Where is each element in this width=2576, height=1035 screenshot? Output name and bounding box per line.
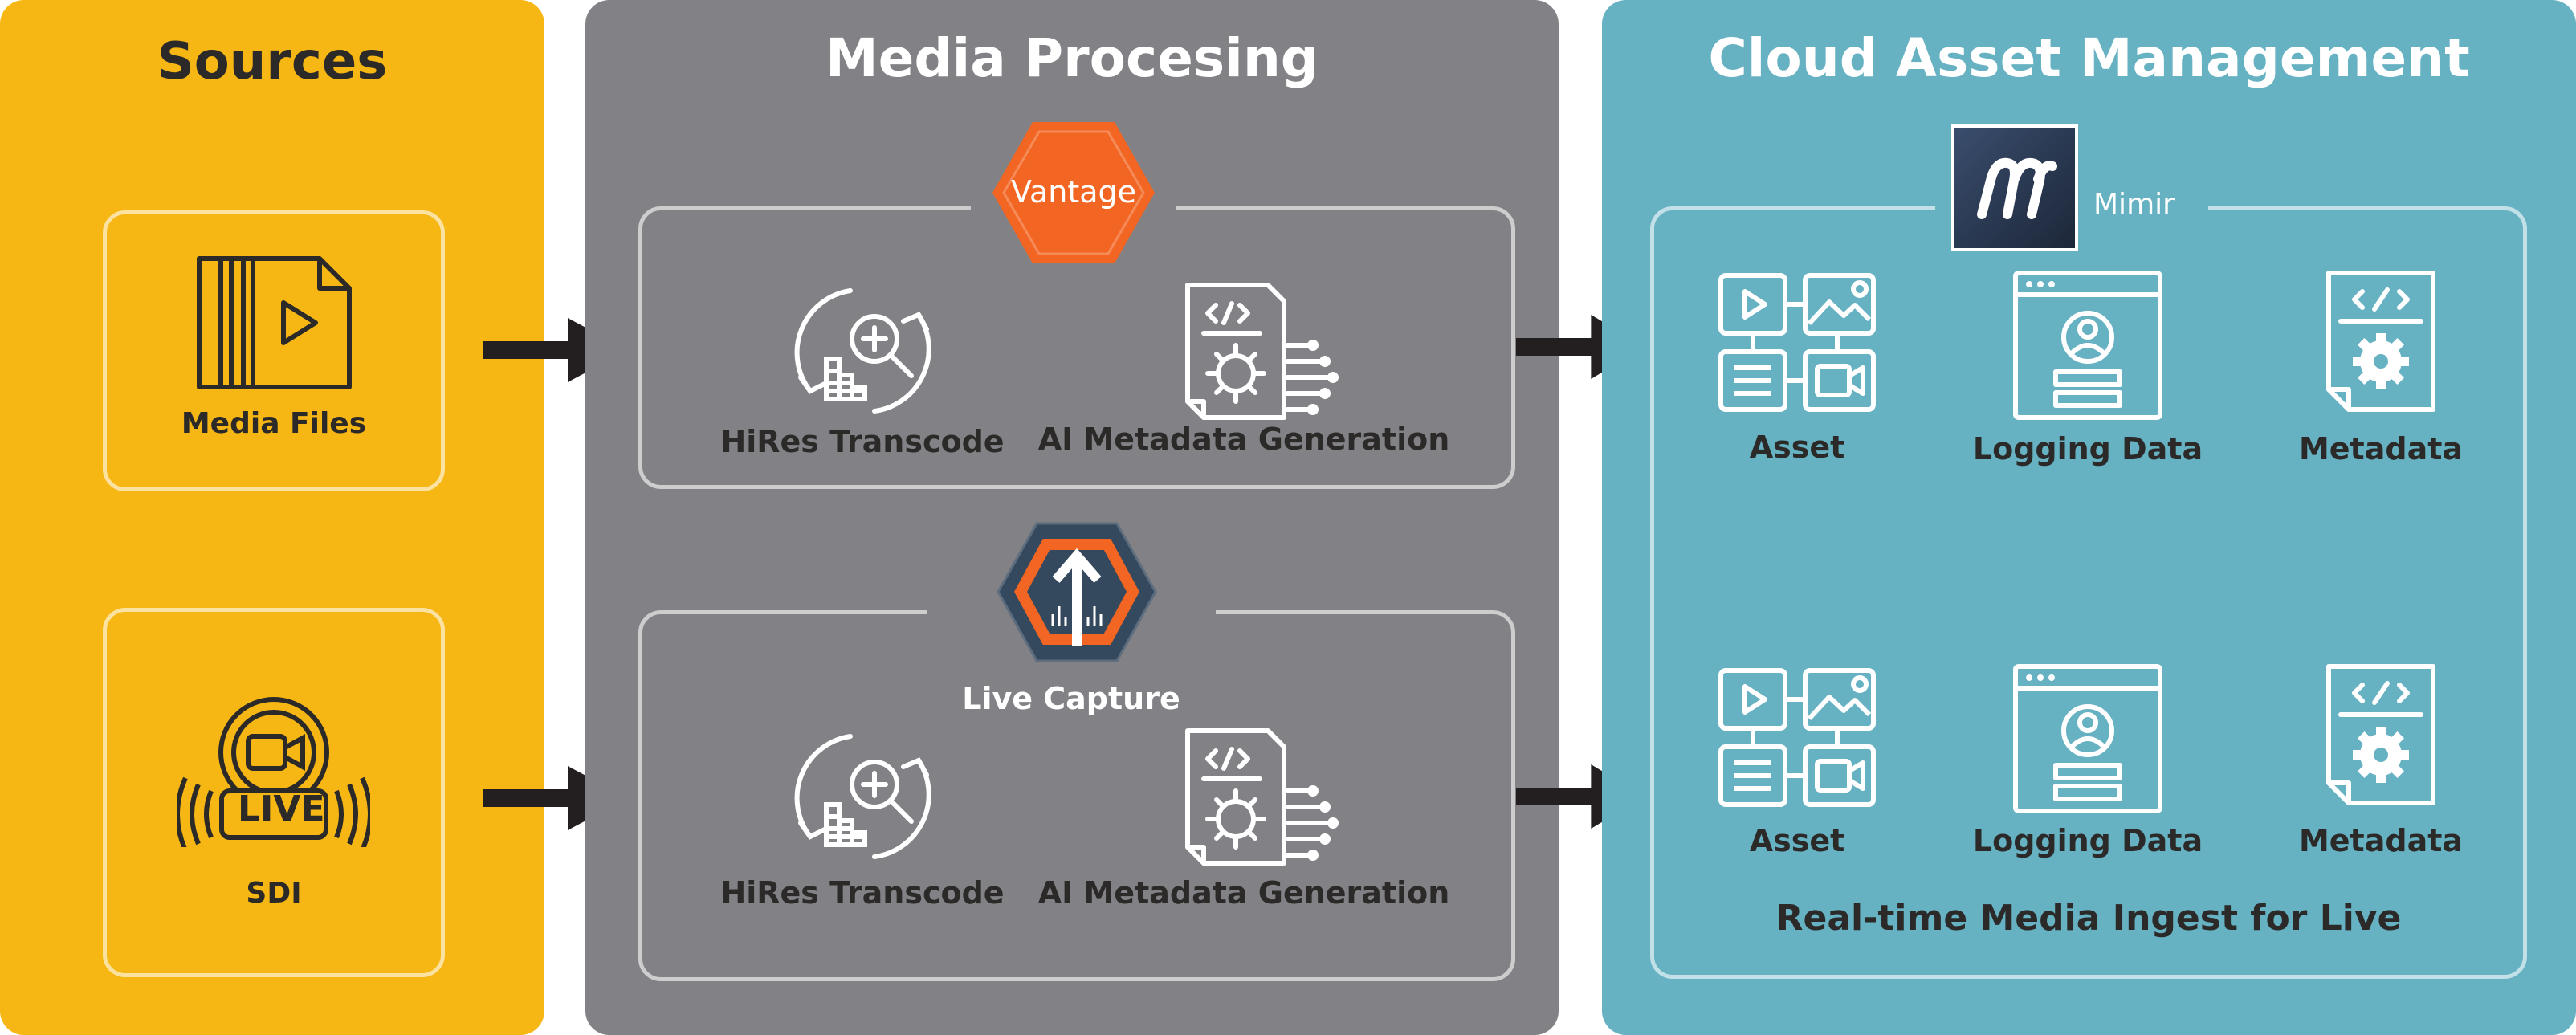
asset-label-2: Asset (1749, 823, 1845, 858)
sources-title: Sources (157, 32, 388, 92)
real-time-ingest-caption: Real-time Media Ingest for Live (1775, 898, 2402, 939)
logging-data-icon-2 (2011, 662, 2164, 815)
logging-data-label-2: Logging Data (1972, 823, 2203, 858)
ai-metadata-icon-2 (1180, 727, 1340, 871)
ai-metadata-generation-label-2: AI Metadata Generation (1037, 875, 1450, 911)
transcode-icon-2 (794, 728, 931, 865)
live-capture-group-box (638, 610, 1515, 981)
ai-metadata-icon (1180, 281, 1340, 426)
sources-panel: Sources Media Files LIVE SDI (0, 0, 544, 1035)
logging-data-label: Logging Data (1972, 431, 2203, 467)
media-files-label: Media Files (181, 407, 367, 440)
vantage-logo: Vantage (992, 122, 1155, 263)
metadata-label: Metadata (2298, 431, 2464, 467)
live-capture-label: Live Capture (962, 681, 1180, 716)
vantage-logo-text: Vantage (1011, 174, 1136, 210)
transcode-icon (794, 283, 931, 419)
media-processing-title: Media Procesing (825, 27, 1319, 89)
sdi-box: LIVE SDI (103, 608, 445, 977)
sdi-label: SDI (246, 877, 302, 910)
hires-transcode-label-2: HiRes Transcode (720, 875, 1005, 911)
metadata-label-2: Metadata (2298, 823, 2464, 858)
metadata-icon (2325, 269, 2437, 414)
asset-label: Asset (1749, 430, 1845, 465)
media-processing-panel: Media Procesing Vantage HiRes Transcode … (585, 0, 1559, 1035)
ai-metadata-generation-label: AI Metadata Generation (1037, 422, 1450, 457)
cloud-asset-management-panel: Cloud Asset Management Mimir Asset Loggi… (1602, 0, 2576, 1035)
logging-data-icon (2011, 269, 2164, 422)
media-files-icon (195, 255, 356, 391)
live-capture-logo (997, 522, 1157, 662)
asset-icon-2 (1717, 666, 1877, 807)
hires-transcode-label: HiRes Transcode (720, 424, 1005, 459)
asset-icon (1717, 271, 1877, 412)
media-files-box: Media Files (103, 210, 445, 491)
mimir-logo (1951, 124, 2078, 251)
live-badge: LIVE (238, 788, 325, 829)
metadata-icon-2 (2325, 662, 2437, 807)
cloud-title: Cloud Asset Management (1708, 27, 2470, 89)
mimir-label: Mimir (2093, 188, 2175, 221)
